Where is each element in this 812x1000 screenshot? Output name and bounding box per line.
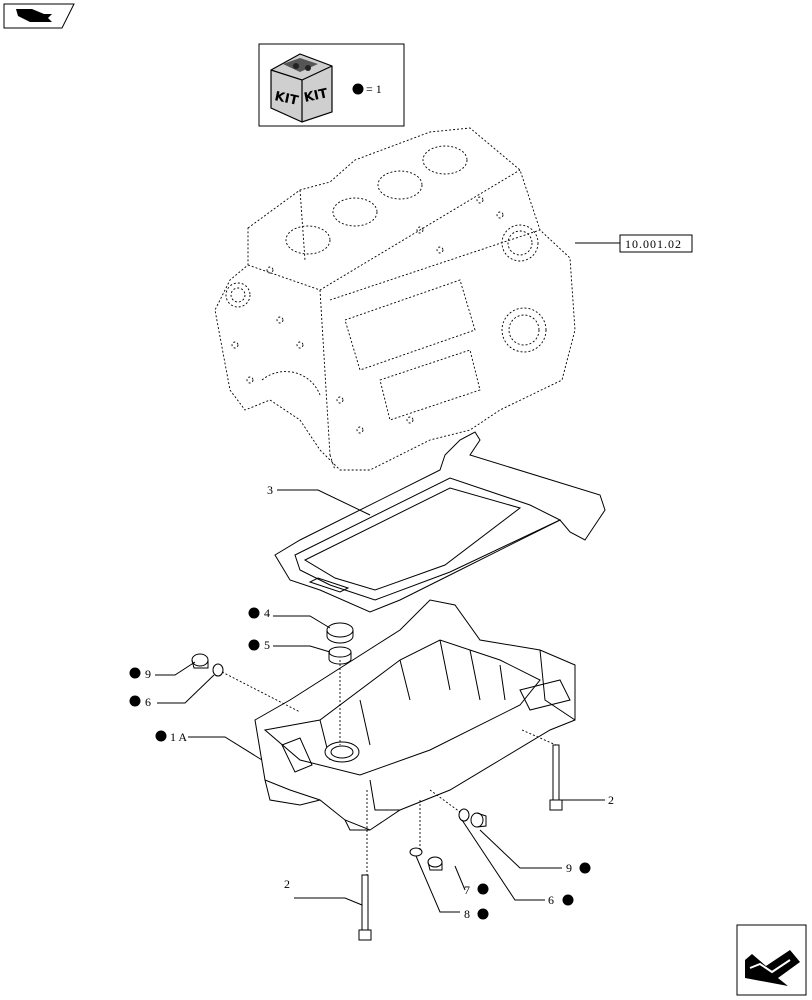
kit-marker-dot <box>129 695 141 707</box>
callout-2-right: 2 <box>608 793 614 807</box>
kit-badge-right: KIT <box>303 86 330 106</box>
callout-text: 2 <box>284 877 290 891</box>
callout-text: 4 <box>264 606 270 620</box>
callout-text: 3 <box>267 483 273 497</box>
callout-text: 5 <box>264 638 270 652</box>
callout-9-right: 9 <box>566 861 591 875</box>
kit-marker-dot <box>129 667 141 679</box>
callout-text: 9 <box>566 861 572 875</box>
cap-part-4 <box>326 622 354 644</box>
engine-block-outline <box>214 127 576 471</box>
callout-3: 3 <box>267 483 273 497</box>
kit-box-icon: KIT KIT <box>270 53 333 123</box>
oil-pan-part <box>254 599 576 831</box>
callout-text: 8 <box>464 907 470 921</box>
kit-legend-box: KIT KIT = 1 <box>258 43 405 127</box>
kit-marker-dot <box>477 908 489 920</box>
ring-part-6-left <box>212 663 224 677</box>
callout-6-right: 6 <box>548 893 574 907</box>
callout-2-left: 2 <box>284 877 290 891</box>
kit-badge-left: KIT <box>273 89 300 109</box>
assembly-lines <box>221 660 557 875</box>
next-page-arrow-icon[interactable] <box>736 924 807 996</box>
kit-legend-dot <box>352 83 364 95</box>
kit-marker-dot <box>248 607 260 619</box>
callout-text: 2 <box>608 793 614 807</box>
reference-callout: 10.001.02 <box>575 234 693 253</box>
kit-marker-dot <box>155 730 167 742</box>
callout-text: 6 <box>145 695 151 709</box>
bolt-part-2-left <box>358 874 372 941</box>
kit-marker-dot <box>562 894 574 906</box>
callout-1A: 1 A <box>155 730 187 744</box>
callout-text: 1 A <box>170 730 187 744</box>
reference-code[interactable]: 10.001.02 <box>625 237 682 251</box>
kit-marker-dot <box>477 883 489 895</box>
callout-4: 4 <box>248 606 270 620</box>
ring-part-6-right <box>458 808 470 822</box>
book-pages-icon[interactable] <box>3 3 75 29</box>
kit-legend-text: = 1 <box>366 82 382 96</box>
bolt-part-2-right <box>549 744 563 811</box>
callout-8: 8 <box>464 907 489 921</box>
plug-part-9-right <box>470 812 487 828</box>
callout-5: 5 <box>248 638 270 652</box>
callout-6-left: 6 <box>129 695 151 709</box>
callout-9-left: 9 <box>129 667 151 681</box>
leader-lines <box>155 489 605 913</box>
callout-text: 9 <box>145 667 151 681</box>
gasket-part <box>274 431 606 613</box>
callout-text: 7 <box>464 883 470 897</box>
callout-7: 7 <box>464 883 489 897</box>
kit-marker-dot <box>579 862 591 874</box>
kit-marker-dot <box>248 639 260 651</box>
callout-text: 6 <box>548 893 554 907</box>
plug-part-9-left <box>191 653 209 669</box>
plug-part-7 <box>427 856 443 871</box>
